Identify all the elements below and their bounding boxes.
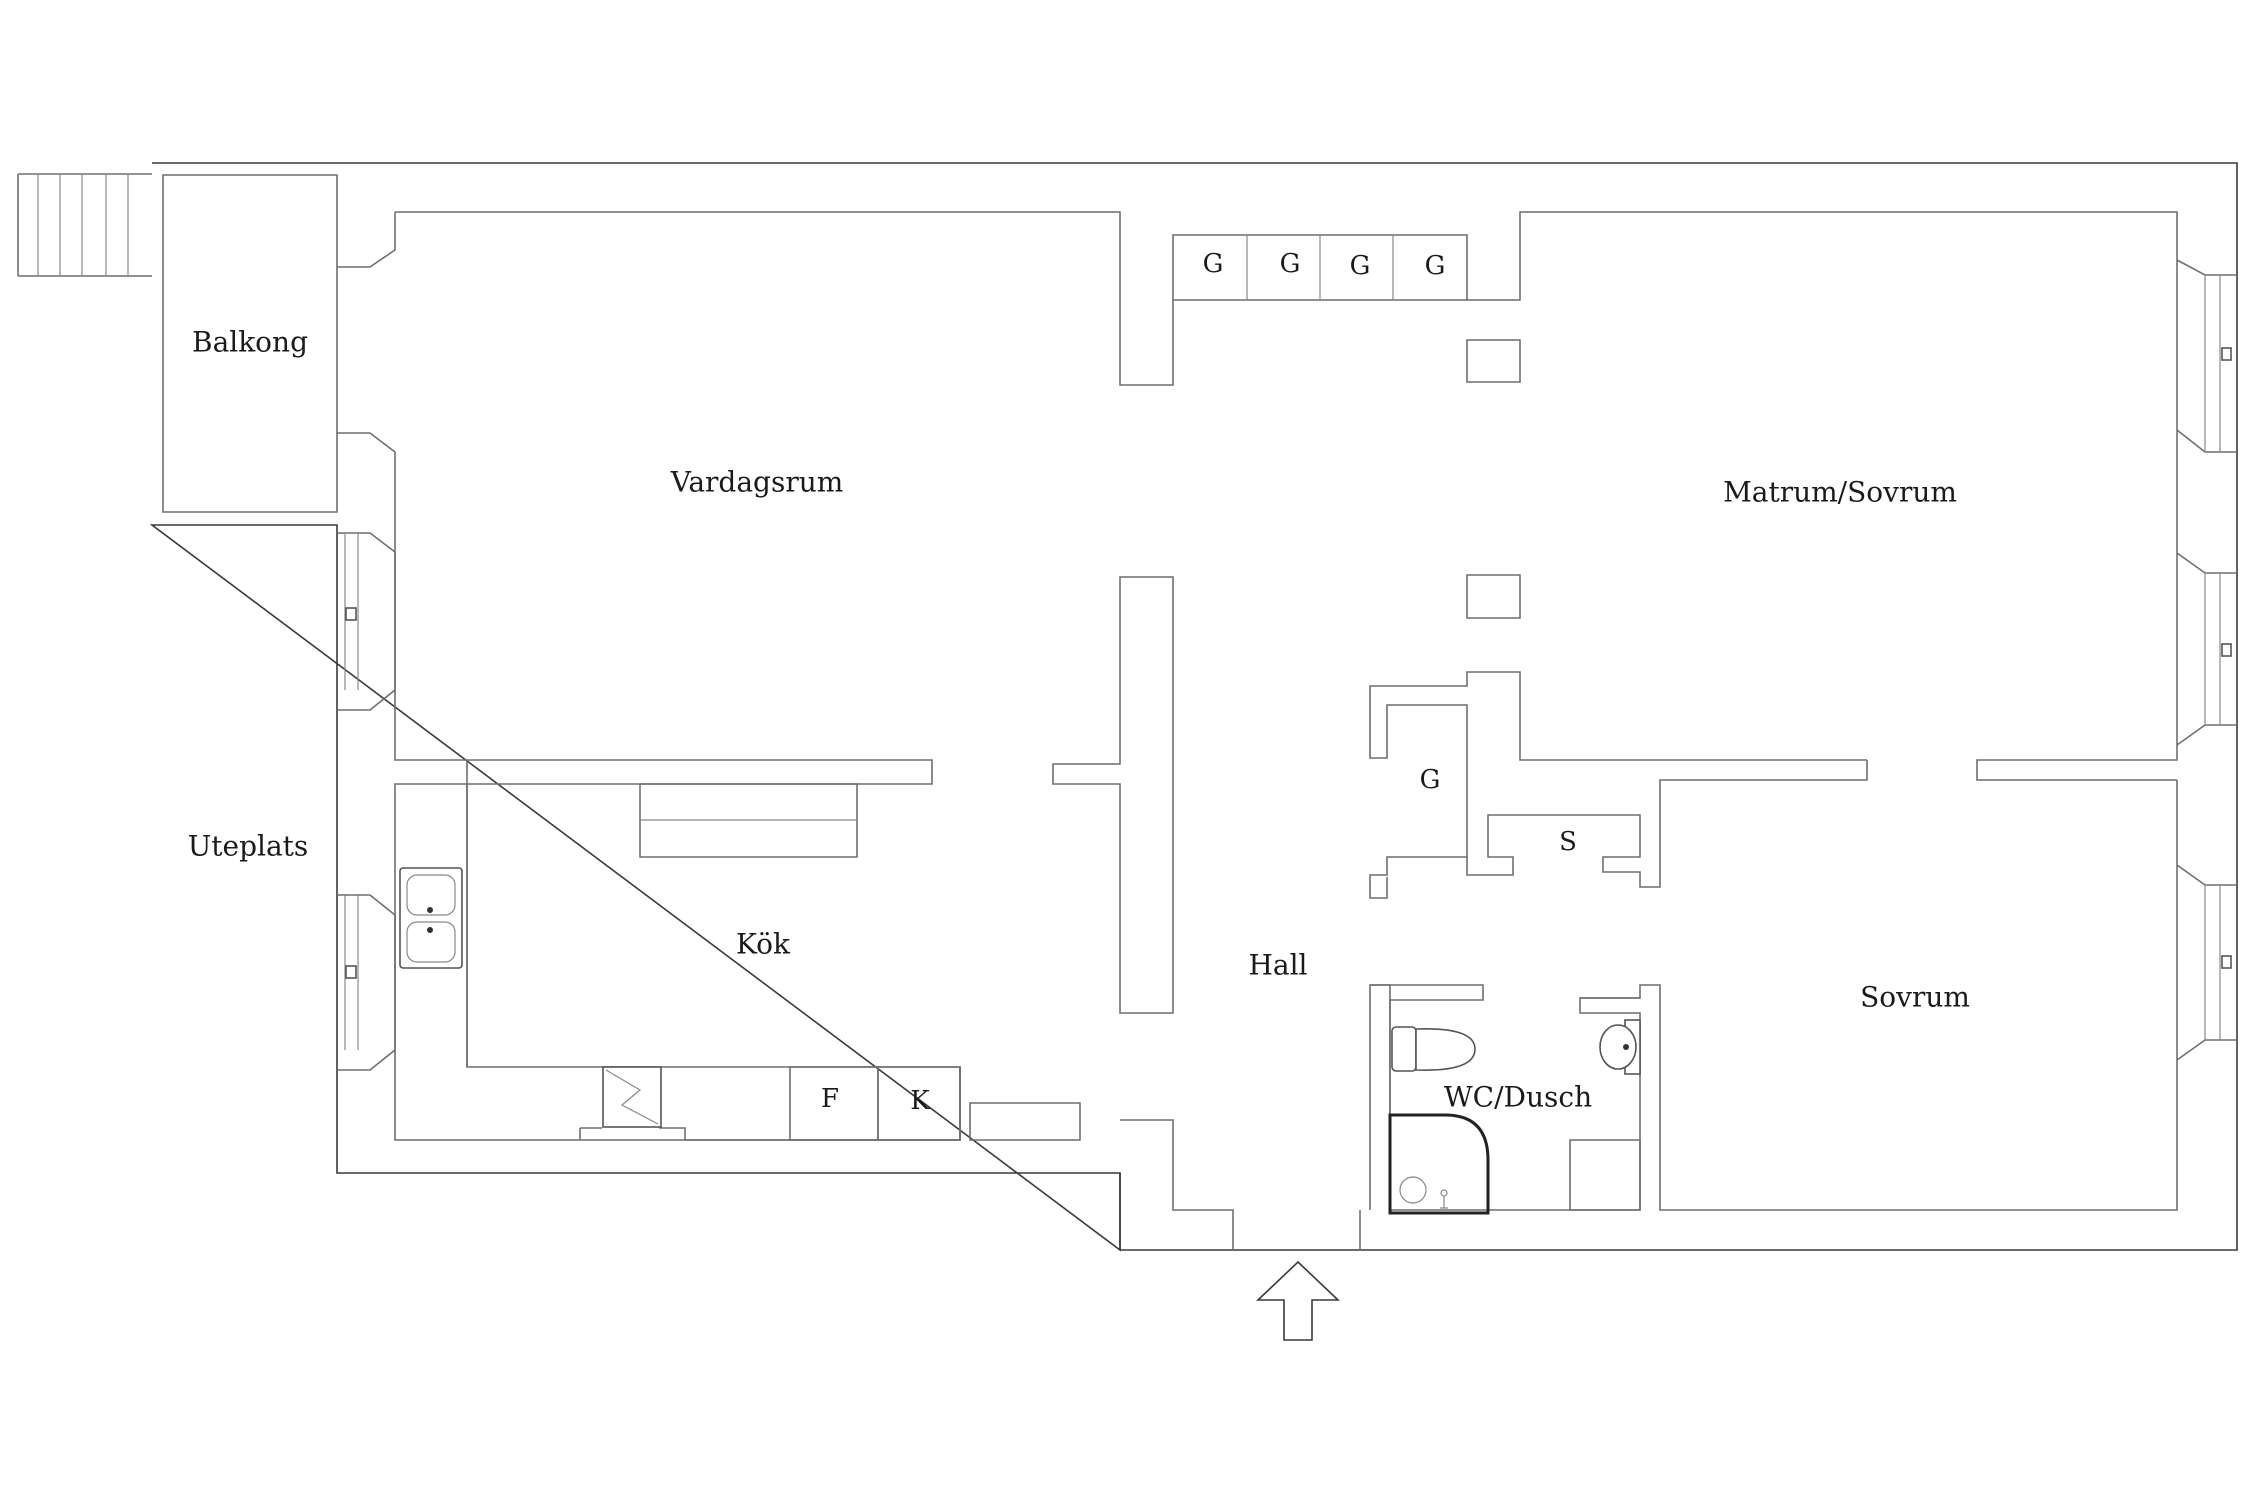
toilet-icon (1391, 1026, 1476, 1072)
outer-walls (149, 162, 2238, 1252)
entrance-arrow-icon (1255, 1260, 1341, 1341)
room-label-wc-dusch: WC/Dusch (1443, 1080, 1593, 1114)
room-label-balkong: Balkong (191, 325, 309, 359)
room-label-kok: Kök (736, 927, 790, 961)
vardagsrum-walls (337, 211, 1174, 785)
wardrobe-label: G (1424, 251, 1446, 281)
freezer-label: K (910, 1086, 930, 1116)
fridge-label: F (820, 1084, 840, 1114)
kitchen-walls (337, 783, 1361, 1250)
sink-icon (399, 867, 463, 969)
wardrobe-label: G (1202, 249, 1224, 279)
room-label-hall: Hall (1248, 948, 1308, 982)
room-label-matrum-sovrum: Matrum/Sovrum (1723, 475, 1957, 509)
wardrobe-label: G (1279, 249, 1301, 279)
central-wall (1052, 576, 1174, 1014)
room-label-sovrum: Sovrum (1860, 980, 1970, 1014)
wardrobe-label: G (1349, 251, 1371, 281)
wardrobe-label: G (1419, 765, 1441, 795)
stove-icon (602, 1066, 662, 1128)
stairs-icon (17, 173, 152, 277)
bathroom-cabinet (1569, 1139, 1641, 1211)
window-icon (344, 259, 2237, 1061)
shower-icon (1388, 1113, 1490, 1215)
bathroom-walls (1370, 984, 1640, 1210)
room-label-uteplats: Uteplats (187, 829, 309, 863)
washbasin-icon (1599, 1019, 1641, 1075)
matrum-walls (1369, 211, 2178, 1211)
storage-label: S (1559, 827, 1577, 857)
room-label-vardagsrum: Vardagsrum (670, 465, 844, 499)
